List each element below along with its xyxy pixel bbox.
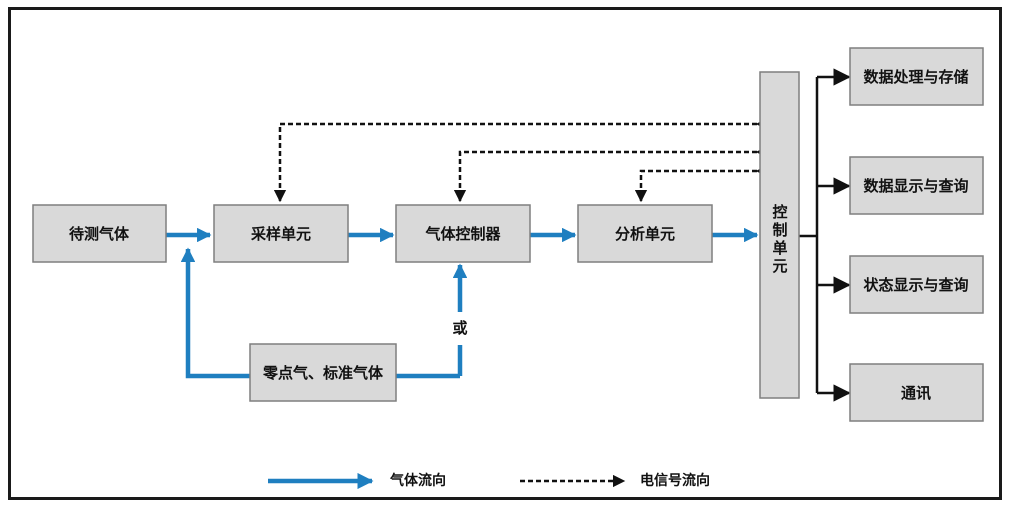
box-sampling-unit — [213, 204, 349, 263]
label-data-processing: 数据处理与存储 — [863, 68, 968, 86]
label-zero-std-gas: 零点气、标准气体 — [262, 364, 384, 382]
label-communication: 通讯 — [901, 384, 931, 402]
box-communication — [849, 363, 984, 422]
label-analysis-unit: 分析单元 — [615, 225, 675, 243]
legend: 气体流向 电信号流向 — [268, 472, 710, 490]
box-gas-controller — [395, 204, 531, 263]
box-data-processing — [849, 47, 984, 106]
node-labels: 待测气体 采样单元 气体控制器 分析单元 零点气、标准气体 控 制 单 元 数据… — [69, 68, 969, 402]
gas-flow-lines — [166, 227, 759, 379]
box-data-display — [849, 156, 984, 215]
signal-line-analysis — [634, 164, 769, 203]
label-gas-to-test: 待测气体 — [69, 225, 130, 243]
label-control-unit-char-4: 元 — [772, 257, 787, 275]
label-data-display: 数据显示与查询 — [863, 177, 968, 195]
label-or: 或 — [452, 319, 467, 337]
label-sampling-unit: 采样单元 — [250, 225, 311, 243]
signal-line-gas-controller — [453, 145, 769, 203]
signal-lines — [273, 117, 769, 203]
legend-signal-label: 电信号流向 — [640, 472, 710, 489]
box-control-unit — [759, 71, 800, 399]
box-gas-to-test — [32, 204, 167, 263]
box-analysis-unit — [577, 204, 713, 263]
legend-gas-flow-label: 气体流向 — [389, 472, 446, 489]
signal-line-sampling — [273, 117, 769, 203]
label-gas-controller: 气体控制器 — [424, 225, 501, 243]
box-status-display — [849, 255, 984, 314]
label-control-unit-char-2: 制 — [772, 221, 787, 239]
box-zero-std-gas — [249, 343, 397, 402]
label-control-unit-char-1: 控 — [772, 203, 787, 221]
label-status-display: 状态显示与查询 — [863, 276, 968, 294]
gas-flow-std-to-sampling — [180, 247, 250, 379]
node-boxes — [32, 47, 984, 422]
output-branches — [799, 68, 851, 402]
label-control-unit-char-3: 单 — [772, 239, 787, 257]
